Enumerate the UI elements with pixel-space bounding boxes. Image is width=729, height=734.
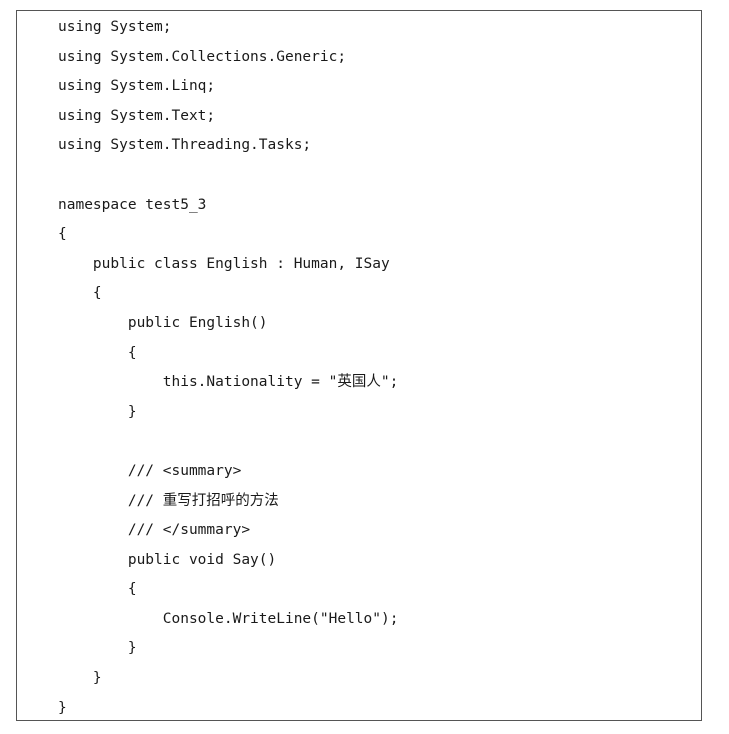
code-line: this.Nationality = "英国人"; (58, 374, 399, 391)
code-line: { (58, 285, 102, 302)
code-line-blank (58, 161, 398, 191)
code-line-blank (58, 427, 398, 457)
code-line: } (58, 670, 102, 687)
code-line: namespace test5_3 (58, 196, 207, 213)
code-line: { (58, 226, 67, 243)
code-line: /// </summary> (58, 522, 251, 539)
code-line: using System.Threading.Tasks; (58, 137, 312, 154)
code-lines: using System; using System.Collections.G… (58, 13, 398, 723)
code-line: using System.Collections.Generic; (58, 48, 347, 65)
code-line: using System.Text; (58, 107, 216, 124)
code-line: } (58, 640, 137, 657)
code-line: public void Say() (58, 551, 277, 568)
code-block: using System; using System.Collections.G… (16, 10, 702, 721)
code-line: Console.WriteLine("Hello"); (58, 610, 399, 627)
code-line: } (58, 403, 137, 420)
code-line: public class English : Human, ISay (58, 255, 390, 272)
code-line: public English() (58, 314, 268, 331)
code-line: using System.Linq; (58, 78, 216, 95)
code-line: /// 重写打招呼的方法 (58, 492, 279, 509)
code-line: { (58, 344, 137, 361)
code-line: /// <summary> (58, 462, 242, 479)
code-line: { (58, 581, 137, 598)
code-line: } (58, 699, 67, 716)
code-line: using System; (58, 19, 172, 35)
